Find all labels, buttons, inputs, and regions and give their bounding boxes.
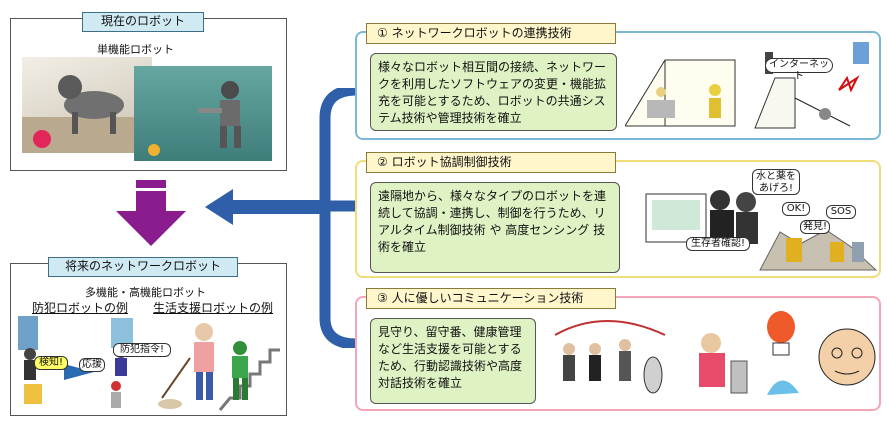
tech2-title: ② ロボット協調制御技術 xyxy=(366,152,616,173)
found-bubble: 発見! xyxy=(800,220,830,234)
tech3-description: 見守り、留守番、健康管理など生活支援を可能とするため、行動認識技術や高度対話技術… xyxy=(370,318,536,404)
sos-bubble: SOS xyxy=(826,205,856,219)
future-robot-title: 将来のネットワークロボット xyxy=(48,257,238,277)
tech3-title: ③ 人に優しいコミュニケーション技術 xyxy=(366,288,616,309)
tech1-title: ① ネットワークロボットの連携技術 xyxy=(366,23,616,44)
current-robot-title: 現在のロボット xyxy=(82,12,204,32)
robot-dog-illustration xyxy=(22,75,152,153)
humanoid-robot-illustration xyxy=(148,81,241,156)
tech-connector-arrow xyxy=(205,88,358,348)
life-support-illustration xyxy=(158,323,280,411)
tech2-description: 遠隔地から、様々なタイプのロボットを連続して協調・連携し、制御を行うため、リアル… xyxy=(370,182,620,273)
detect-bubble: 検知! xyxy=(34,356,68,370)
humanoid-robot-photo xyxy=(134,66,272,161)
water-medicine-bubble: 水と薬を あげろ! xyxy=(752,169,800,195)
multi-function-label: 多機能・高機能ロボット xyxy=(85,286,206,299)
tech1-description: 様々なロボット相互間の接続、ネットワークを利用したソフトウェアの変更・機能拡充を… xyxy=(370,53,617,131)
ok-bubble: OK! xyxy=(782,202,810,216)
crime-prevention-label: 防犯ロボットの例 xyxy=(32,301,129,315)
support-bubble: 応援 xyxy=(79,358,105,372)
crime-order-bubble: 防犯指令! xyxy=(113,343,171,357)
survivor-confirmed-bubble: 生存者確認! xyxy=(686,237,750,251)
tech1-network-illustration xyxy=(625,42,869,129)
evolution-down-arrow xyxy=(116,180,186,246)
life-support-label: 生活支援ロボットの例 xyxy=(153,301,274,315)
robot-dog-photo xyxy=(22,57,152,153)
single-function-label: 単機能ロボット xyxy=(97,43,174,56)
internet-bubble: インターネット xyxy=(765,58,833,82)
tech3-communication-illustration xyxy=(554,311,876,395)
